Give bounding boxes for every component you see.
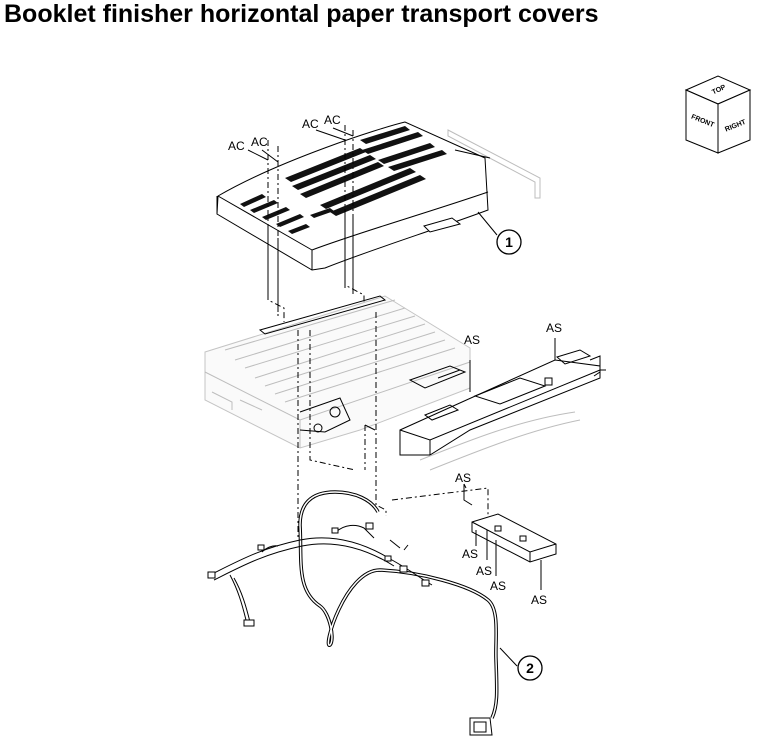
callout-1-number: 1 (505, 234, 513, 250)
label-ac-4: AC (324, 113, 341, 127)
label-as-2: AS (546, 321, 562, 335)
callout-2-number: 2 (526, 660, 534, 676)
mounting-bracket (471, 513, 557, 590)
horizontal-transport-unit (204, 295, 471, 449)
label-as-1: AS (464, 333, 480, 347)
middle-alignment-lines (297, 312, 556, 540)
cover-alignment-lines (267, 125, 365, 322)
label-ac-1: AC (228, 139, 245, 153)
label-as-3: AS (455, 471, 471, 485)
label-as-5: AS (476, 564, 492, 578)
leader-lines (247, 127, 518, 667)
callout-1: 1 (496, 229, 522, 255)
label-as-4: AS (462, 547, 478, 561)
cover-slots (240, 126, 447, 234)
callout-2: 2 (517, 655, 543, 681)
label-ac-2: AC (251, 135, 268, 149)
wire-harness-part-2 (207, 490, 499, 736)
orientation-cube: TOP FRONT RIGHT (684, 75, 752, 154)
label-ac-3: AC (302, 117, 319, 131)
page-title: Booklet finisher horizontal paper transp… (4, 0, 599, 28)
label-as-7: AS (531, 593, 547, 607)
paper-guide-assembly (399, 349, 606, 471)
label-as-6: AS (490, 579, 506, 593)
